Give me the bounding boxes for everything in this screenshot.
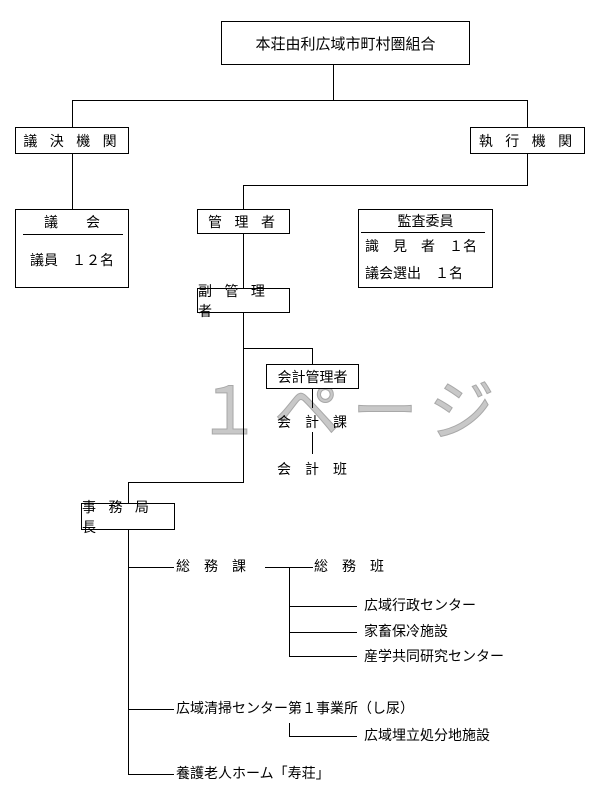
connector [72,153,73,209]
connector [527,153,528,185]
connector [243,312,244,483]
manager-label: 管 理 者 [208,214,279,231]
council-divider [23,234,123,235]
accounting-section: 会 計 課 [277,415,347,431]
accounting-team: 会 計 班 [277,462,347,478]
secretariat-head-label: 事 務 局 長 [82,499,153,536]
org-title: 本荘由利広域市町村圏組合 [255,34,436,53]
connector [128,529,129,775]
council-title: 議 会 [44,215,100,231]
facility-item: 産学共同研究センター [364,649,504,665]
secretariat-head-box: 事 務 局 長 [81,500,175,536]
connector [128,567,174,568]
connector [72,100,528,101]
auditors-box: 監査委員 識 見 者 １名 議会選出 １名 [358,209,493,288]
connector [289,723,290,736]
general-affairs-section: 総 務 課 [176,559,246,575]
auditors-divider [361,232,485,233]
connector [128,482,129,503]
executive-box: 執 行 機 関 [470,127,585,154]
connector [289,656,357,657]
connector [72,100,73,127]
org-title-box: 本荘由利広域市町村圏組合 [221,21,470,65]
manager-box: 管 理 者 [197,209,290,234]
accounting-manager-box: 会計管理者 [266,364,359,389]
council-box: 議 会 議員 １２名 [15,209,129,288]
facility-item: 家畜保冷施設 [364,624,448,640]
nursing-home: 養護老人ホーム「寿荘」 [176,766,330,782]
auditor-row: 議会選出 １名 [365,266,463,282]
connector [243,348,313,349]
auditor-row: 識 見 者 １名 [365,239,477,255]
connector [289,606,357,607]
connector [243,185,528,186]
connector [243,233,244,288]
council-members: 議員 １２名 [30,253,114,269]
connector [128,774,174,775]
accounting-manager-label: 会計管理者 [277,369,348,386]
executive-label: 執 行 機 関 [478,133,577,150]
connector [128,482,244,483]
legislative-box: 議 決 機 関 [15,127,129,154]
connector [312,388,313,408]
deputy-manager-label: 副 管 理 者 [198,283,269,320]
connector [289,567,290,657]
connector [243,185,244,209]
connector [527,100,528,127]
legislative-label: 議 決 機 関 [23,133,121,150]
landfill-facility: 広域埋立処分地施設 [364,728,490,744]
general-affairs-team: 総 務 班 [314,559,384,575]
connector [312,348,313,364]
deputy-manager-box: 副 管 理 者 [197,284,290,320]
facility-item: 広域行政センター [364,598,476,614]
connector [312,432,313,454]
auditors-title: 監査委員 [397,214,454,230]
connector [128,709,174,710]
connector [289,632,357,633]
connector [289,736,357,737]
connector [333,64,334,101]
cleaning-center: 広域清掃センター第１事業所（し尿） [176,701,414,717]
